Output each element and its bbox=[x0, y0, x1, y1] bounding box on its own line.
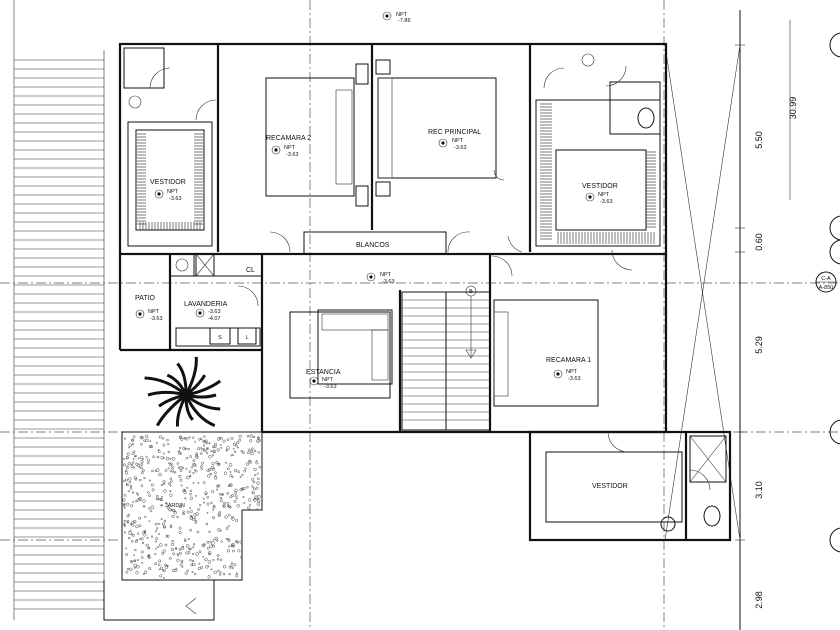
axis-bubbles: C-A A-850 bbox=[815, 32, 840, 553]
level-markers: NPT -7.86 NPT -3.63 NPT -3.63 NPT -3.63 … bbox=[135, 11, 613, 390]
svg-text:-3.63: -3.63 bbox=[286, 152, 299, 158]
svg-text:-3.63: -3.63 bbox=[169, 196, 182, 202]
svg-text:-3.63: -3.63 bbox=[208, 309, 221, 315]
level-vestidor-left: NPT -3.63 bbox=[154, 189, 182, 202]
section-tag-top: C-A bbox=[821, 276, 831, 282]
bed-rec-principal bbox=[375, 59, 497, 197]
svg-text:NPT: NPT bbox=[322, 377, 334, 383]
svg-text:-3.63: -3.63 bbox=[600, 199, 613, 205]
svg-text:NPT: NPT bbox=[380, 272, 392, 278]
label-estancia: ESTANCIA bbox=[306, 369, 341, 376]
label-cl: CL bbox=[246, 267, 255, 274]
label-rec-principal: REC PRINCIPAL bbox=[428, 129, 481, 136]
label-blancos: BLANCOS bbox=[356, 242, 390, 249]
laundry-fixtures: S L bbox=[169, 253, 261, 347]
dim-3-10: 3.10 bbox=[754, 481, 764, 499]
bed-recamara-1 bbox=[493, 299, 599, 407]
doors bbox=[149, 65, 711, 491]
laundry-label: L bbox=[245, 335, 248, 341]
svg-text:-3.63: -3.63 bbox=[568, 376, 581, 382]
label-recamara-1: RECAMARA 1 bbox=[546, 357, 591, 364]
svg-text:-4.07: -4.07 bbox=[208, 316, 221, 322]
garden bbox=[103, 356, 263, 621]
svg-text:NPT: NPT bbox=[167, 189, 179, 195]
exterior-steps bbox=[13, 0, 105, 620]
level-patio: NPT -3.63 bbox=[135, 309, 163, 322]
bed-recamara-2 bbox=[265, 63, 369, 207]
dimension-chain: 5.50 30.99 0.60 5.29 3.10 2.98 bbox=[664, 10, 798, 630]
level-estancia: NPT -3.63 bbox=[309, 376, 337, 390]
section-tag-bottom: A-850 bbox=[819, 285, 834, 291]
level-top: NPT -7.86 bbox=[382, 11, 411, 24]
level-vestidor-right: NPT -3.63 bbox=[585, 192, 613, 205]
svg-text:-3.63: -3.63 bbox=[324, 384, 337, 390]
sink-label: S bbox=[218, 335, 222, 341]
closet-right bbox=[535, 99, 661, 247]
svg-text:-7.86: -7.86 bbox=[398, 18, 411, 24]
level-rec-principal: NPT -3.63 bbox=[438, 138, 467, 151]
svg-text:-3.63: -3.63 bbox=[454, 145, 467, 151]
palm-tree-icon bbox=[144, 356, 222, 427]
dim-30-99: 30.99 bbox=[788, 97, 798, 120]
svg-text:-3.63: -3.63 bbox=[150, 316, 163, 322]
svg-text:NPT: NPT bbox=[396, 12, 408, 18]
level-recamara-1: NPT -3.63 bbox=[553, 369, 581, 382]
label-lavanderia: LAVANDERIA bbox=[184, 301, 228, 308]
svg-text:NPT: NPT bbox=[452, 138, 464, 144]
level-lavanderia: -3.63 -4.07 bbox=[195, 308, 221, 322]
interior-stairs: B bbox=[401, 285, 491, 431]
stair-marker: B bbox=[469, 289, 473, 295]
svg-text:NPT: NPT bbox=[566, 369, 578, 375]
level-recamara-2: NPT -3.63 bbox=[271, 145, 299, 158]
label-vestidor-right: VESTIDOR bbox=[582, 183, 618, 190]
level-hall: NPT -3.63 bbox=[366, 272, 395, 285]
toilet-icon bbox=[660, 516, 676, 532]
svg-text:NPT: NPT bbox=[148, 309, 160, 315]
label-vestidor-bottom: VESTIDOR bbox=[592, 483, 628, 490]
dim-5-50: 5.50 bbox=[754, 131, 764, 149]
dim-2-98: 2.98 bbox=[754, 591, 764, 609]
bath-fixtures bbox=[123, 47, 727, 532]
closet-left bbox=[127, 121, 213, 247]
sink-icon bbox=[703, 505, 721, 527]
room-labels: RECAMARA 2 REC PRINCIPAL VESTIDOR VESTID… bbox=[135, 129, 628, 509]
label-jardin: JARDIN bbox=[165, 503, 185, 509]
dim-0-60: 0.60 bbox=[754, 233, 764, 251]
svg-text:-3.63: -3.63 bbox=[382, 279, 395, 285]
walls bbox=[118, 42, 732, 542]
svg-text:NPT: NPT bbox=[284, 145, 296, 151]
label-recamara-2: RECAMARA 2 bbox=[266, 135, 311, 142]
svg-text:NPT: NPT bbox=[598, 192, 610, 198]
sofa-estancia bbox=[289, 309, 393, 399]
label-vestidor-left: VESTIDOR bbox=[150, 179, 186, 186]
label-patio: PATIO bbox=[135, 295, 156, 302]
dim-5-29: 5.29 bbox=[754, 336, 764, 354]
